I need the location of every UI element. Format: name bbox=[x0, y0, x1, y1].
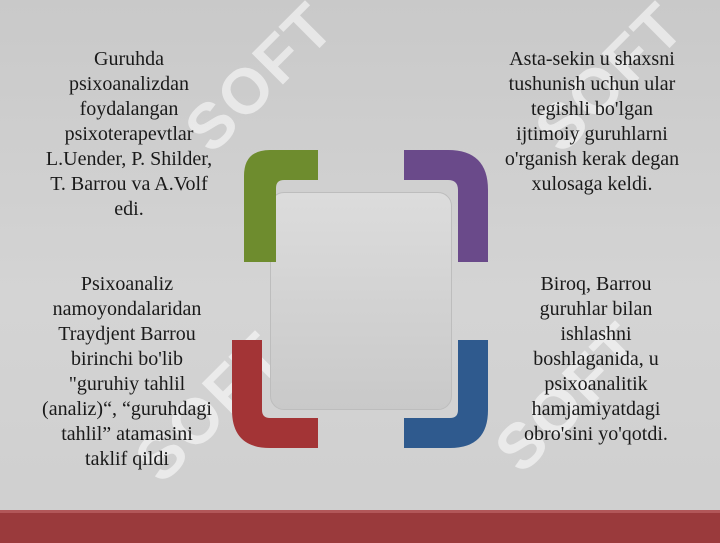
text-line: tushunish uchun ular bbox=[508, 73, 676, 95]
text-line: psixoanalizdan bbox=[69, 73, 189, 95]
text-line: ijtimoiy guruhlarni bbox=[516, 123, 668, 145]
text-block-top-right: Asta-sekin u shaxsni tushunish uchun ula… bbox=[482, 47, 702, 197]
text-line: (analiz)“, “guruhdagi bbox=[42, 398, 212, 420]
green-arrow bbox=[244, 150, 318, 262]
text-line: namoyondalaridan bbox=[52, 298, 202, 320]
text-line: edi. bbox=[114, 198, 144, 220]
text-line: foydalangan bbox=[79, 98, 179, 120]
text-line: guruhlar bilan bbox=[539, 298, 653, 320]
text-line: taklif qildi bbox=[85, 448, 169, 470]
text-line: T. Barrou va A.Volf bbox=[50, 173, 208, 195]
text-block-top-left: Guruhda psixoanalizdan foydalangan psixo… bbox=[18, 47, 240, 222]
text-line: tahlil” atamasini bbox=[61, 423, 193, 445]
text-line: tegishli bo'lgan bbox=[531, 98, 653, 120]
text-line: Biroq, Barrou bbox=[540, 273, 652, 295]
text-line: birinchi bo'lib bbox=[71, 348, 183, 370]
text-line: o'rganish kerak degan bbox=[504, 148, 680, 170]
bottom-bar bbox=[0, 510, 720, 543]
text-line: Guruhda bbox=[94, 48, 164, 70]
text-line: Traydjent Barrou bbox=[58, 323, 196, 345]
text-line: L.Uender, P. Shilder, bbox=[45, 148, 213, 170]
text-block-bottom-left: Psixoanaliz namoyondalaridan Traydjent B… bbox=[12, 272, 242, 472]
text-block-bottom-right: Biroq, Barrou guruhlar bilan ishlashni b… bbox=[494, 272, 698, 447]
text-line: Psixoanaliz bbox=[80, 273, 174, 295]
text-line: xulosaga keldi. bbox=[531, 173, 653, 195]
purple-arrow bbox=[404, 150, 488, 262]
text-line: Asta-sekin u shaxsni bbox=[509, 48, 675, 70]
text-line: boshlaganida, u bbox=[533, 348, 659, 370]
text-line: obro'sini yo'qotdi. bbox=[524, 423, 668, 445]
blue-arrow bbox=[404, 340, 488, 448]
text-line: psixoanalitik bbox=[544, 373, 648, 395]
center-box bbox=[270, 192, 452, 410]
text-line: psixoterapevtlar bbox=[64, 123, 194, 145]
text-line: hamjamiyatdagi bbox=[531, 398, 661, 420]
text-line: ishlashni bbox=[560, 323, 632, 345]
text-line: "guruhiy tahlil bbox=[68, 373, 186, 395]
red-arrow bbox=[232, 340, 318, 448]
